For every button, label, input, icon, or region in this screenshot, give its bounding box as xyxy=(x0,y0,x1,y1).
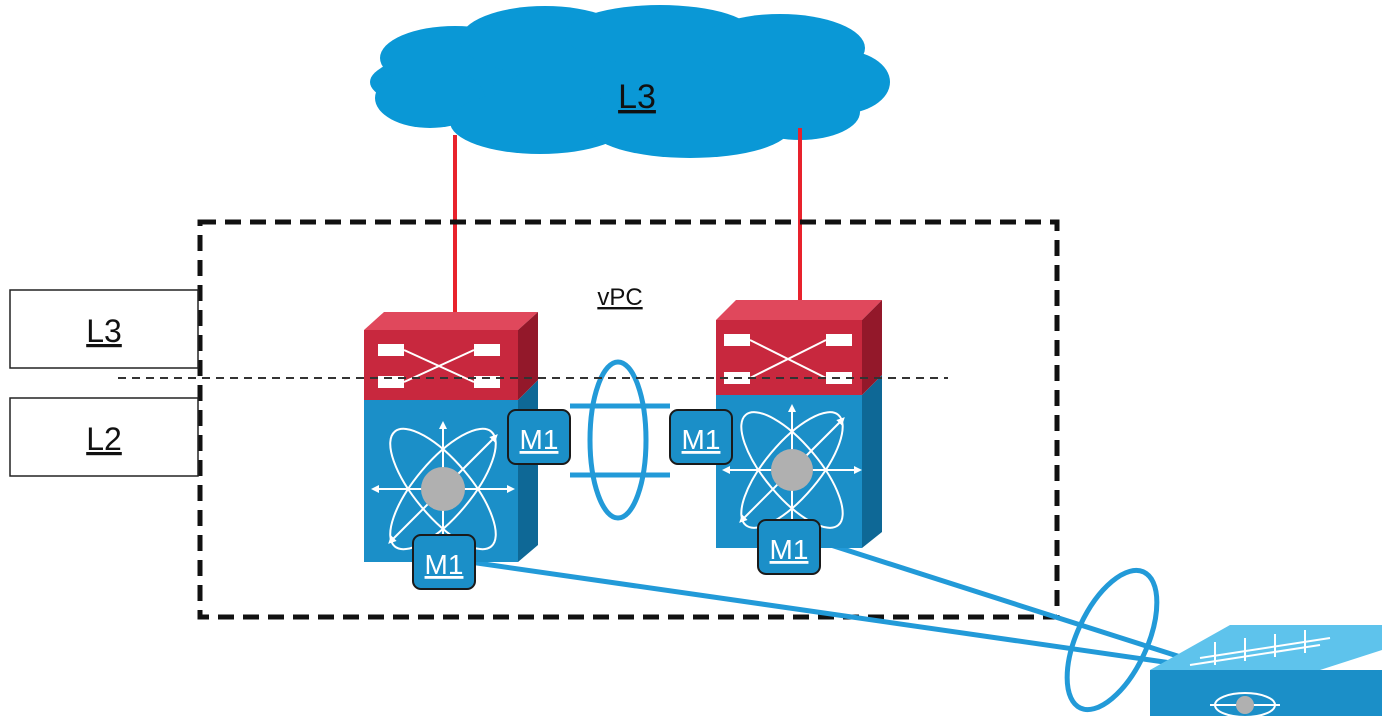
svg-text:L3: L3 xyxy=(86,313,122,349)
access-bundle-icon xyxy=(1064,567,1160,713)
svg-text:L2: L2 xyxy=(86,421,122,457)
l3-cloud: L3 xyxy=(370,5,890,158)
access-switch xyxy=(1150,625,1382,716)
switch-grid-icon xyxy=(1189,630,1331,666)
vpc-label: vPC xyxy=(597,284,642,311)
svg-text:M1: M1 xyxy=(425,549,464,580)
cloud-label: L3 xyxy=(618,78,656,116)
svg-text:M1: M1 xyxy=(520,424,559,455)
access-link-left xyxy=(469,559,1186,668)
port-badge-left-top: M1 xyxy=(507,409,571,465)
router-arrows-icon xyxy=(378,344,500,388)
port-badge-left-bottom: M1 xyxy=(412,534,476,590)
switch-fabric-icon xyxy=(722,404,862,536)
access-link-right xyxy=(814,537,1191,663)
svg-text:M1: M1 xyxy=(682,424,721,455)
peer-link-bundle-icon xyxy=(587,359,649,521)
layer-box-l3: L3 xyxy=(9,289,199,369)
switch-right xyxy=(716,300,882,548)
port-badge-right-bottom: M1 xyxy=(757,519,821,575)
layer-box-l2: L2 xyxy=(9,397,199,477)
svg-text:M1: M1 xyxy=(770,534,809,565)
vpc-domain-boundary xyxy=(197,219,1060,620)
port-badge-right-top: M1 xyxy=(669,409,733,465)
